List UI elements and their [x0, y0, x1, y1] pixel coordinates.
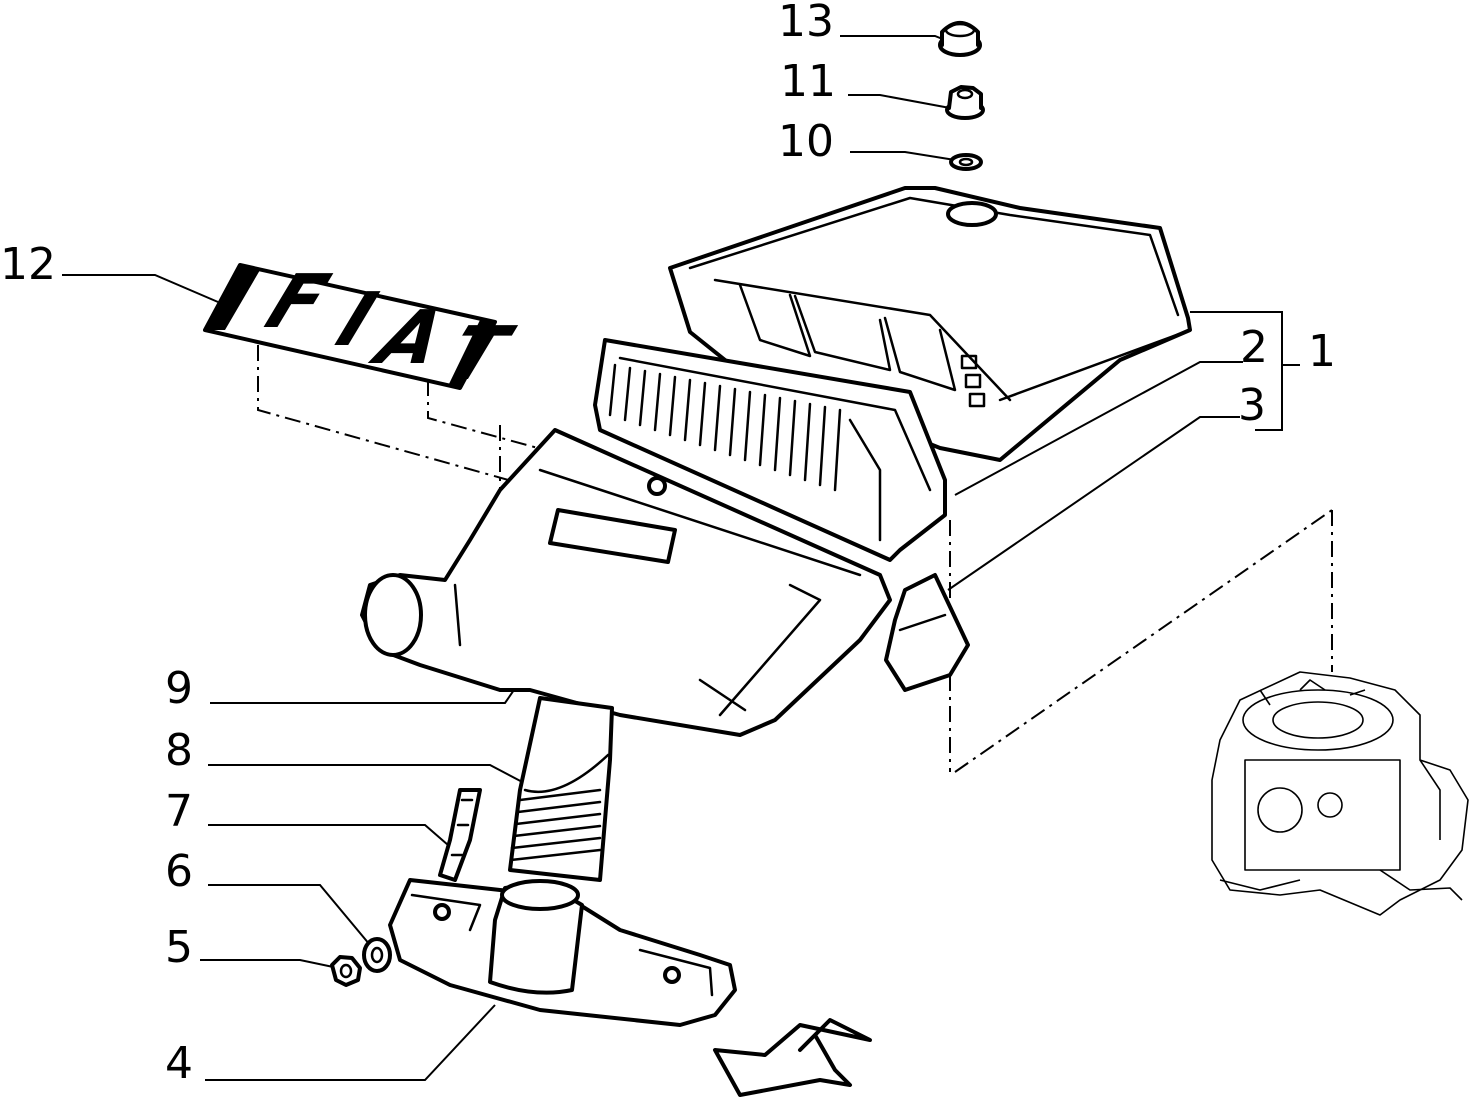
washer-10: [949, 153, 983, 171]
leader-11: [848, 94, 951, 109]
clip-7: [438, 788, 482, 882]
washer-6: [362, 937, 392, 973]
callout-2: 2: [1240, 322, 1268, 373]
filter-element-2: [593, 338, 947, 562]
seal-3: [884, 573, 970, 692]
nut-5: [330, 955, 362, 987]
callout-1: 1: [1308, 326, 1336, 377]
callout-7: 7: [165, 786, 193, 837]
leader-7: [208, 824, 449, 846]
leader-3: [947, 416, 1240, 591]
air-filter-housing: [360, 428, 892, 737]
leader-6: [208, 884, 371, 946]
callout-13: 13: [778, 0, 834, 47]
callout-11: 11: [780, 56, 836, 107]
callout-8: 8: [165, 725, 193, 776]
carburettor: [1211, 671, 1469, 916]
nut-11: [945, 85, 985, 120]
callout-12: 12: [0, 239, 56, 290]
cap-13: [938, 21, 982, 57]
leader-2: [954, 361, 1243, 496]
callout-5: 5: [165, 922, 193, 973]
leader-12: [62, 274, 219, 303]
callout-3: 3: [1238, 380, 1266, 431]
leader-13: [840, 35, 946, 41]
assembly-line-logo-left: [257, 345, 581, 501]
callout-4: 4: [165, 1038, 193, 1089]
callout-10: 10: [778, 116, 834, 167]
hose-8: [508, 696, 614, 882]
leader-8: [208, 764, 529, 786]
callout-6: 6: [165, 846, 193, 897]
leader-5: [200, 959, 339, 969]
fiat-badge-12: F I A T: [203, 260, 524, 397]
callout-numbers: 13 11 10 12 1 2 3 9 8 7 6 5 4: [0, 0, 1336, 1089]
direction-arrow: [713, 1018, 872, 1097]
assembly-line-carb-diag: [954, 509, 1333, 773]
leader-10: [850, 151, 956, 161]
leader-1-bracket: [1190, 311, 1283, 431]
hose-ribs: [509, 788, 602, 862]
callout-9: 9: [165, 663, 193, 714]
leader-4: [205, 1004, 496, 1081]
base-plate-4: [388, 878, 737, 1027]
filter-pleats: [608, 363, 842, 492]
